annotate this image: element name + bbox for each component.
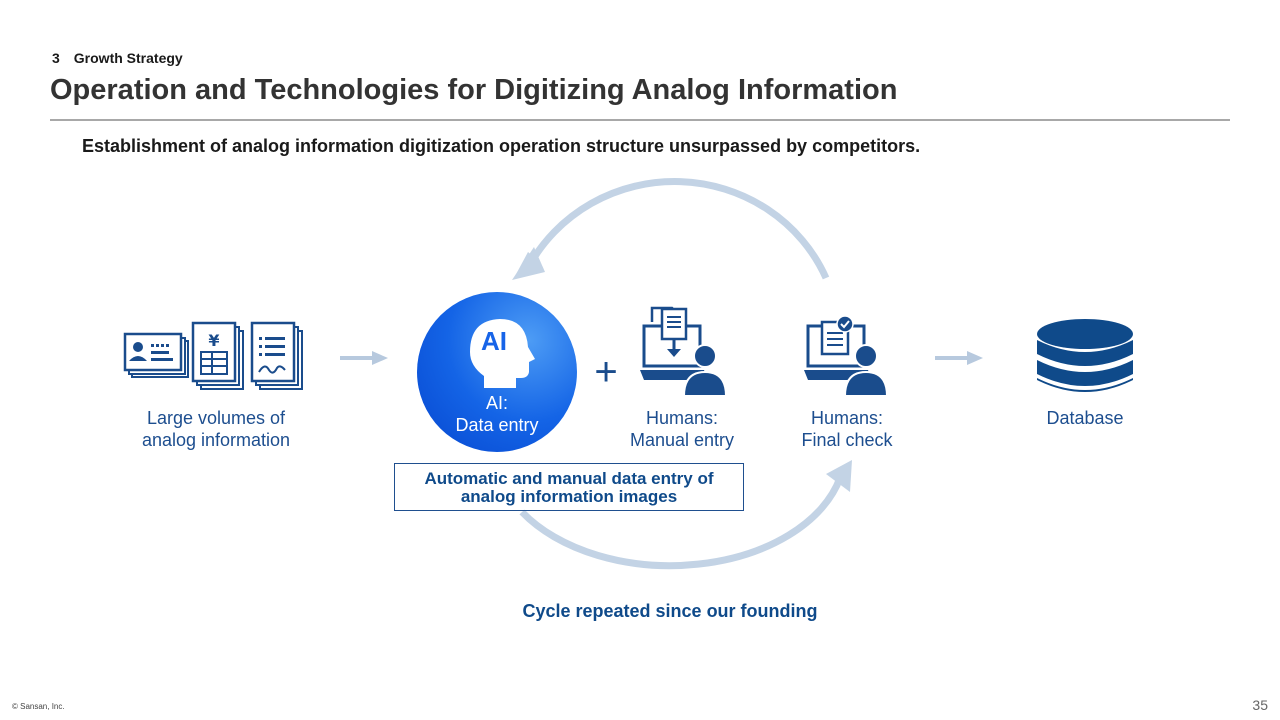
- business-card-icon: [123, 332, 189, 378]
- step-database-label: Database: [1046, 408, 1124, 428]
- section-label: 3 Growth Strategy: [52, 50, 183, 66]
- handwritten-document-icon: [250, 321, 303, 390]
- page-subtitle: Establishment of analog information digi…: [82, 136, 921, 156]
- step-ai-label: AI: Data entry: [455, 393, 539, 435]
- flow-arrow-2: [935, 351, 983, 365]
- svg-text:¥: ¥: [208, 331, 219, 350]
- data-entry-box: Automatic and manual data entry of analo…: [394, 463, 744, 511]
- ai-badge-text: AI: [481, 326, 507, 356]
- step-analog-label: Large volumes of analog information: [141, 408, 291, 450]
- step-final-check-label: Humans: Final check: [801, 408, 893, 450]
- copyright: © Sansan, Inc.: [12, 702, 65, 711]
- database-icon: [1037, 319, 1133, 392]
- cycle-arrow-top: [512, 178, 830, 280]
- flow-arrow-1: [340, 351, 388, 365]
- page-number: 35: [1252, 697, 1268, 713]
- person-at-laptop-check-icon: [804, 315, 889, 397]
- step-manual-entry-label: Humans: Manual entry: [629, 408, 735, 450]
- yen-ledger-icon: ¥: [191, 321, 244, 390]
- title-divider: [50, 119, 1230, 121]
- page-title: Operation and Technologies for Digitizin…: [50, 74, 898, 106]
- ai-head-icon: AI: [470, 319, 535, 388]
- section-title: Growth Strategy: [73, 50, 183, 66]
- person-at-laptop-entry-icon: [640, 306, 728, 397]
- section-number: 3: [52, 50, 60, 66]
- cycle-caption: Cycle repeated since our founding: [522, 601, 818, 621]
- cycle-arrow-bottom: [519, 460, 852, 570]
- plus-sign: +: [594, 350, 617, 394]
